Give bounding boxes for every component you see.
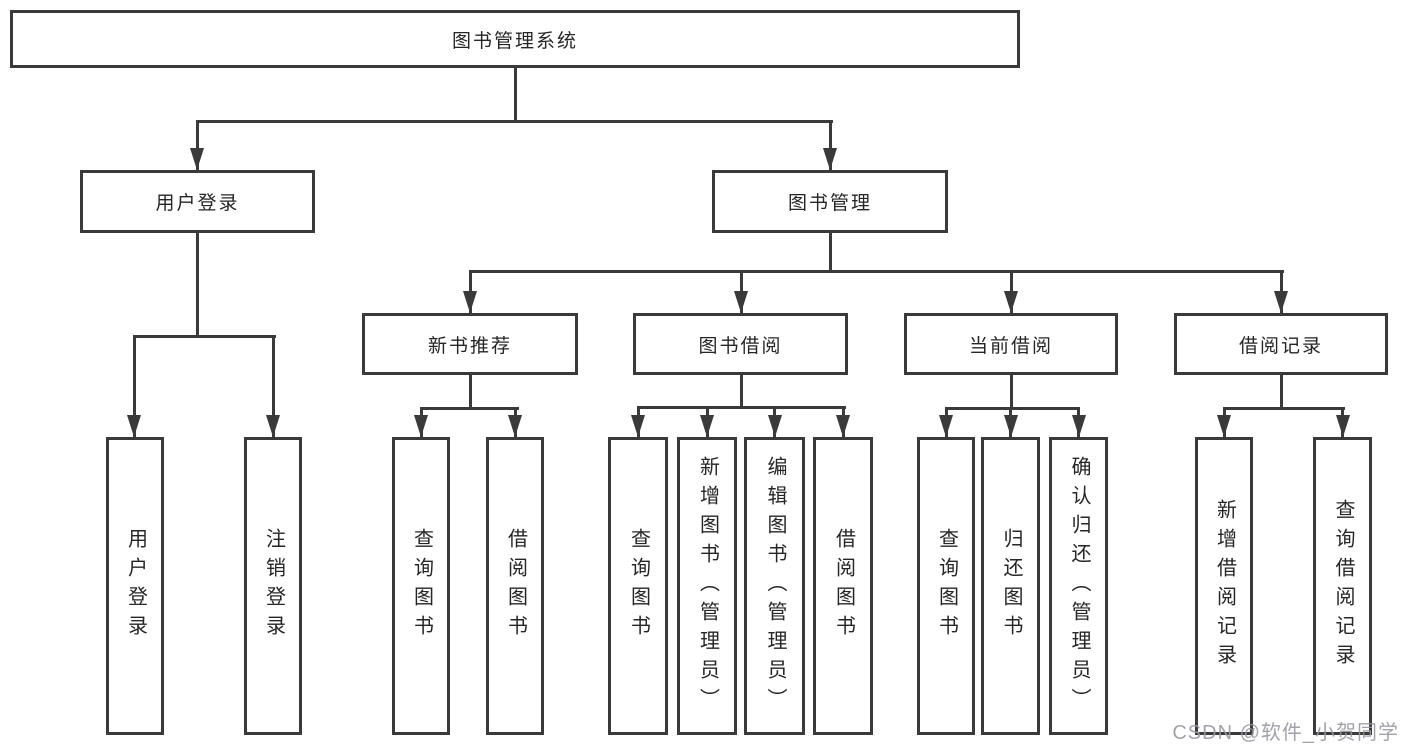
connector-arrow — [1279, 270, 1283, 313]
connector-line — [1009, 375, 1013, 410]
connector-arrow — [1077, 407, 1080, 437]
connector-arrow — [1222, 407, 1226, 437]
leaf-user-login: 用户登录 — [106, 437, 164, 735]
leaf-borrow-books: 借阅图书 — [813, 437, 873, 735]
leaf-label: 查询图书 — [627, 528, 650, 644]
leaf-confirm-return-admin: 确认归还（管理员） — [1049, 437, 1108, 735]
node-label: 新书推荐 — [427, 335, 512, 357]
connector-line — [1222, 407, 1345, 410]
node-label: 借阅记录 — [1238, 335, 1323, 357]
connector-arrow — [944, 407, 948, 437]
connector-arrow — [828, 120, 832, 170]
leaf-label: 借阅图书 — [832, 528, 855, 644]
leaf-label: 确认归还（管理员） — [1068, 455, 1090, 717]
connector-line — [1279, 375, 1283, 410]
connector-line — [195, 120, 833, 123]
connector-arrow — [773, 406, 776, 437]
leaf-label: 用户登录 — [124, 528, 147, 644]
leaf-query-borrow-record: 查询借阅记录 — [1313, 437, 1372, 735]
node-book-management: 图书管理 — [712, 170, 948, 233]
leaf-label: 归还图书 — [1000, 528, 1022, 644]
connector-line — [195, 233, 199, 338]
leaf-borrow-books: 借阅图书 — [486, 437, 544, 735]
leaf-query-books: 查询图书 — [392, 437, 450, 735]
connector-arrow — [419, 407, 423, 437]
connector-line — [419, 407, 519, 410]
node-new-book-recommend: 新书推荐 — [362, 313, 578, 375]
connector-arrow — [468, 270, 472, 313]
node-label: 图书借阅 — [698, 335, 783, 357]
connector-line — [636, 406, 846, 409]
connector-arrow — [1009, 270, 1013, 313]
leaf-label: 注销登录 — [262, 528, 285, 644]
connector-arrow — [195, 120, 199, 170]
connector-line — [468, 375, 472, 410]
leaf-label: 新增图书（管理员） — [696, 455, 719, 717]
connector-arrow — [841, 406, 845, 437]
connector-arrow — [636, 406, 640, 437]
leaf-label: 借阅图书 — [504, 528, 527, 644]
connector-line — [513, 68, 517, 123]
leaf-return-books: 归还图书 — [981, 437, 1040, 735]
connector-arrow — [271, 335, 275, 437]
connector-arrow — [705, 406, 709, 437]
node-library-management-system: 图书管理系统 — [10, 10, 1020, 68]
connector-arrow — [739, 270, 743, 313]
connector-line — [468, 270, 1284, 273]
node-label: 当前借阅 — [968, 335, 1053, 357]
node-borrowing-records: 借阅记录 — [1174, 313, 1388, 375]
node-label: 图书管理系统 — [451, 30, 578, 52]
leaf-query-books: 查询图书 — [917, 437, 975, 735]
connector-line — [739, 375, 743, 409]
connector-line — [132, 335, 276, 338]
leaf-add-books-admin: 新增图书（管理员） — [677, 437, 737, 735]
leaf-label: 新增借阅记录 — [1213, 499, 1236, 673]
leaf-label: 查询图书 — [935, 528, 958, 644]
connector-arrow — [513, 407, 517, 437]
leaf-label: 编辑图书（管理员） — [764, 455, 786, 717]
connector-line — [944, 407, 1080, 410]
leaf-label: 查询借阅记录 — [1332, 499, 1354, 673]
connector-arrow — [132, 335, 136, 437]
node-user-login: 用户登录 — [80, 170, 315, 233]
node-label: 图书管理 — [787, 193, 872, 214]
leaf-edit-books-admin: 编辑图书（管理员） — [744, 437, 805, 735]
node-current-borrowing: 当前借阅 — [904, 313, 1118, 375]
connector-arrow — [1341, 407, 1344, 437]
node-label: 用户登录 — [155, 193, 240, 214]
node-book-borrowing: 图书借阅 — [633, 313, 848, 375]
csdn-watermark: CSDN @软件_小贺同学 — [1172, 722, 1399, 744]
leaf-logout: 注销登录 — [244, 437, 302, 735]
connector-arrow — [1009, 407, 1012, 437]
leaf-label: 查询图书 — [410, 528, 433, 644]
leaf-add-borrow-record: 新增借阅记录 — [1195, 437, 1253, 735]
connector-line — [828, 233, 832, 273]
leaf-query-books: 查询图书 — [608, 437, 668, 735]
